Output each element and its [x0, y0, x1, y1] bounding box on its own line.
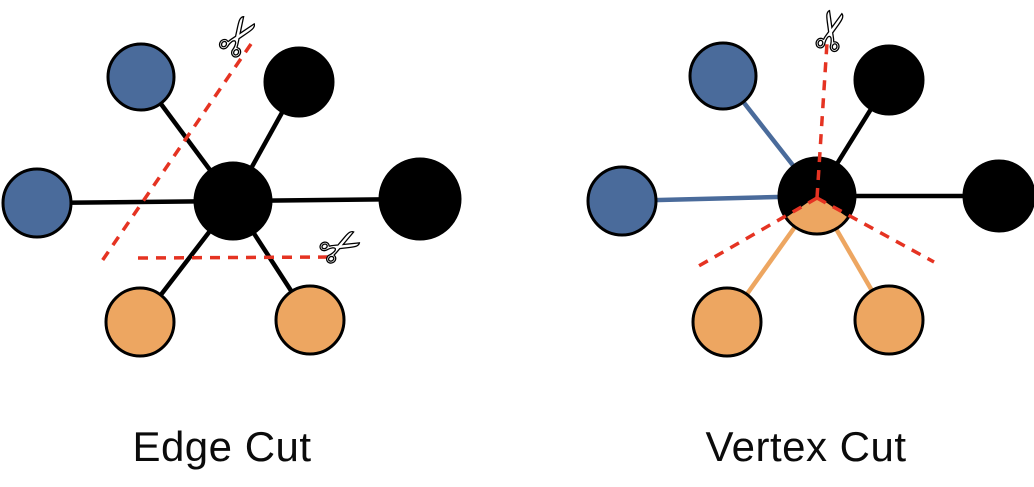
- edge-cut-cut-line-0: [100, 43, 253, 262]
- edge-cut-node-black-top-right: [263, 46, 335, 118]
- vertex-cut-cut-line-2: [816, 196, 935, 264]
- edge-cut-node-orange-bottom-left: [104, 286, 176, 358]
- edge-cut-graph: ✂✂: [1, 2, 462, 358]
- edge-cut-node-blue-top-left: [106, 42, 176, 112]
- vertex-cut-label: Vertex Cut: [705, 423, 907, 470]
- vertex-cut-cut-line-1: [696, 196, 818, 269]
- edge-cut-node-black-right: [378, 157, 462, 241]
- vertex-cut-node-black-top-right: [853, 44, 925, 116]
- scissors-icon: ✂: [309, 212, 373, 283]
- vertex-cut-node-orange-bottom-left: [691, 286, 763, 358]
- vertex-cut-node-blue-top-left: [688, 41, 758, 111]
- vertex-cut-center-node-sector-0: [787, 196, 847, 233]
- vertex-cut-graph: ✂: [586, 2, 1034, 358]
- scissors-icon: ✂: [203, 2, 277, 72]
- edge-cut-center-node: [193, 161, 273, 241]
- edge-cut-label: Edge Cut: [132, 423, 312, 470]
- vertex-cut-node-black-right: [962, 159, 1034, 233]
- edge-cut-cut-line-1: [137, 255, 332, 260]
- edge-cut-node-blue-left: [1, 167, 73, 239]
- scissors-icon: ✂: [799, 3, 868, 60]
- vertex-cut-cut-line-0: [815, 42, 829, 199]
- edge-cut-node-orange-bottom-right: [274, 284, 346, 356]
- vertex-cut-node-blue-left: [586, 165, 658, 237]
- vertex-cut-node-orange-bottom-right: [853, 284, 925, 356]
